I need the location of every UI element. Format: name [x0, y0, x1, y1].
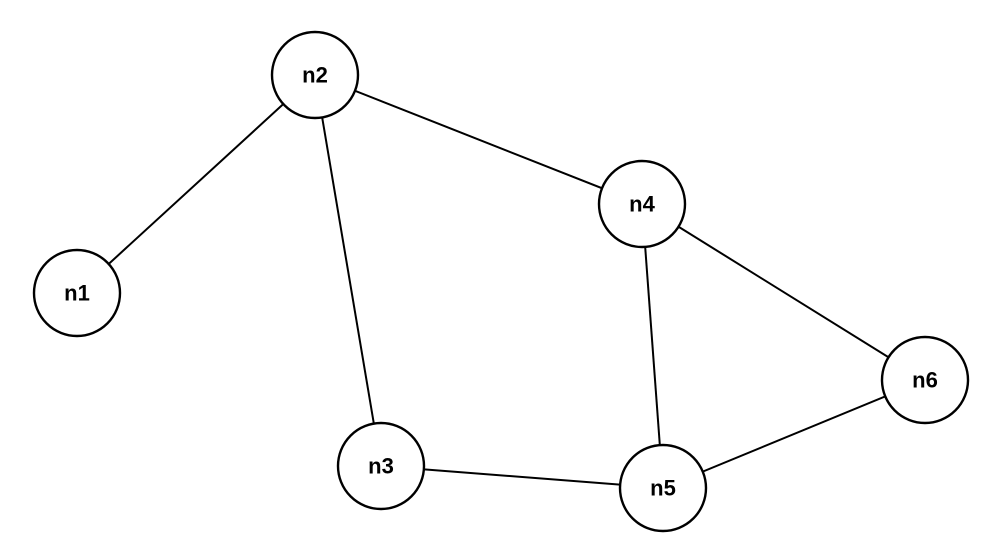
graph-edge-n2-n4 — [314, 74, 643, 205]
graph-node-n6[interactable]: n6 — [880, 335, 970, 425]
nodes-layer: n1 n2 n3 n4 n5 n6 — [32, 30, 970, 533]
node-circle-n4[interactable] — [597, 159, 687, 249]
node-circle-n2[interactable] — [270, 30, 360, 120]
node-label-n2: n2 — [302, 63, 328, 88]
graph-node-n3[interactable]: n3 — [336, 421, 426, 511]
edges-layer — [76, 74, 926, 489]
graph-edge-n4-n6 — [641, 203, 926, 381]
node-circle-n5[interactable] — [618, 443, 708, 533]
node-label-n3: n3 — [368, 454, 394, 479]
graph-node-n5[interactable]: n5 — [618, 443, 708, 533]
graph-edge-n5-n6 — [662, 379, 926, 489]
graph-edge-n2-n3 — [314, 74, 382, 467]
graph-node-n2[interactable]: n2 — [270, 30, 360, 120]
graph-node-n1[interactable]: n1 — [32, 248, 122, 338]
graph-node-n4[interactable]: n4 — [597, 159, 687, 249]
node-label-n5: n5 — [650, 476, 676, 501]
graph-edge-n3-n5 — [380, 465, 664, 489]
node-label-n6: n6 — [912, 368, 938, 393]
node-label-n4: n4 — [629, 192, 655, 217]
node-circle-n6[interactable] — [880, 335, 970, 425]
node-label-n1: n1 — [64, 281, 90, 306]
node-circle-n1[interactable] — [32, 248, 122, 338]
node-circle-n3[interactable] — [336, 421, 426, 511]
graph-edge-n4-n5 — [641, 203, 664, 489]
graph-edge-n1-n2 — [76, 74, 316, 294]
